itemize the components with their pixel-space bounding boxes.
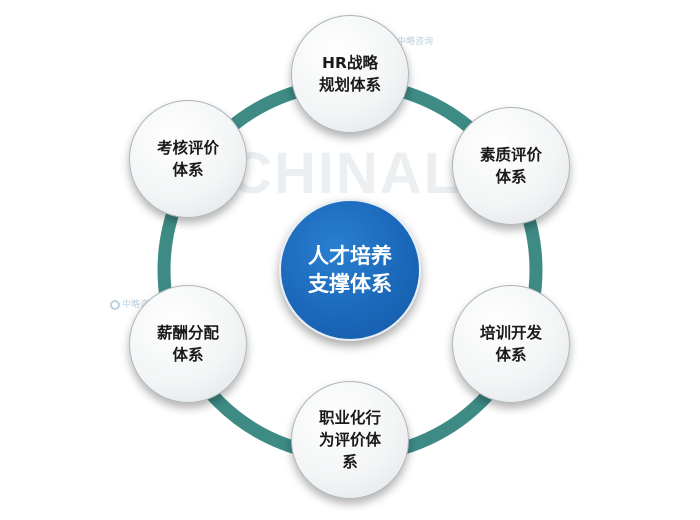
node-label: 培训开发 体系: [479, 324, 542, 364]
node-label: 考核评价 体系: [156, 139, 219, 179]
watermark-logo-label: 中略咨询: [397, 37, 434, 47]
node-label: 素质评价 体系: [479, 146, 542, 186]
center-node: 人才培养 支撑体系: [279, 199, 421, 341]
watermark-logo-left: 中略咨询: [110, 297, 158, 310]
node-quality-eval: 素质评价 体系: [452, 107, 570, 225]
node-career-eval: 职业化行 为评价体 系: [291, 381, 409, 499]
node-hr-strategy: HR战略 规划体系: [291, 15, 409, 133]
node-training: 培训开发 体系: [452, 285, 570, 403]
node-assessment: 考核评价 体系: [129, 100, 247, 218]
watermark-logo-icon: [110, 299, 120, 310]
node-compensation: 薪酬分配 体系: [129, 285, 247, 403]
center-node-label: 人才培养 支撑体系: [308, 244, 392, 296]
node-label: 职业化行 为评价体 系: [318, 409, 381, 471]
watermark-logo-label: 中略咨询: [122, 300, 159, 310]
node-label: 薪酬分配 体系: [156, 324, 219, 364]
node-label: HR战略 规划体系: [318, 54, 381, 94]
